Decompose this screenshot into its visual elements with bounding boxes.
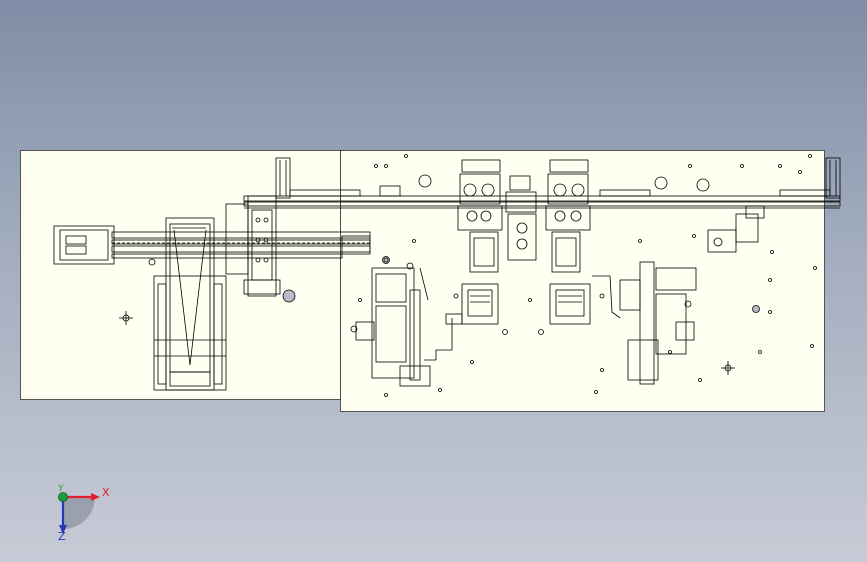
left-module [53,157,371,391]
station-left [424,159,503,361]
axis-z-label: Z [58,530,66,543]
axis-x-label: X [102,486,110,499]
axis-origin-y-icon [58,492,68,502]
unit-far-right [707,205,765,253]
station-center [505,175,537,261]
top-conveyor [243,157,841,209]
mounting-holes [350,154,817,397]
axis-arrow-z-icon [59,497,67,534]
axis-arrow-x-icon [63,493,100,501]
station-right [545,159,621,325]
drawing-sheet-right [340,150,825,412]
unit-right [619,261,697,385]
drawing-sheet-left [20,150,341,400]
axis-y-label: Y [58,484,64,494]
unit-left [355,256,431,387]
triad-plane-shade [63,497,95,529]
axis-triad [58,492,100,534]
